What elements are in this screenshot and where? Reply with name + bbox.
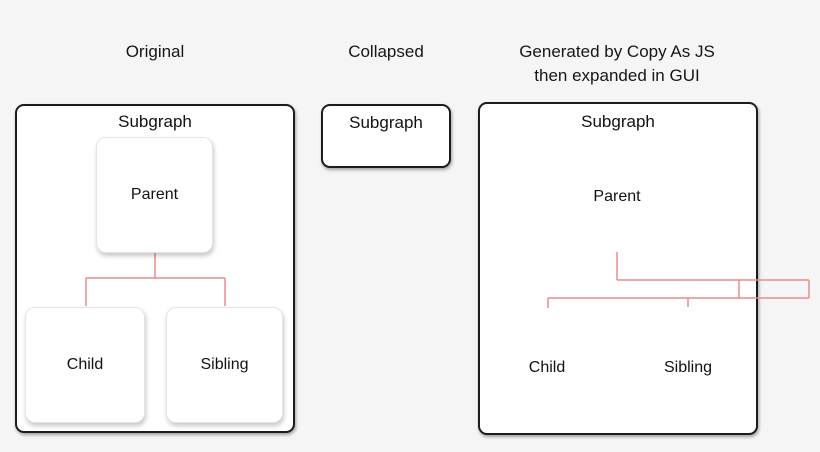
generated-parent-label: Parent bbox=[593, 188, 641, 205]
heading-original: Original bbox=[125, 42, 185, 61]
original-node-parent: Parent bbox=[96, 137, 213, 253]
original-node-child-label: Child bbox=[66, 356, 104, 373]
generated-sibling-label: Sibling bbox=[663, 359, 713, 376]
heading-collapsed: Collapsed bbox=[348, 42, 424, 61]
generated-subgraph-label: Subgraph bbox=[581, 112, 655, 131]
heading-generated: Generated by Copy As JS then expanded in… bbox=[462, 40, 772, 88]
original-node-child: Child bbox=[25, 307, 145, 423]
generated-child-label: Child bbox=[528, 359, 566, 376]
original-node-parent-label: Parent bbox=[130, 186, 179, 203]
heading-generated-line1: Generated by Copy As JS bbox=[519, 42, 715, 61]
original-node-sibling-label: Sibling bbox=[200, 356, 249, 373]
original-subgraph-label: Subgraph bbox=[118, 112, 192, 131]
original-node-sibling: Sibling bbox=[166, 307, 283, 423]
collapsed-subgraph-label: Subgraph bbox=[349, 113, 423, 132]
collapsed-subgraph-box bbox=[321, 104, 451, 168]
generated-subgraph-box bbox=[478, 102, 758, 435]
heading-generated-line2: then expanded in GUI bbox=[534, 66, 700, 85]
